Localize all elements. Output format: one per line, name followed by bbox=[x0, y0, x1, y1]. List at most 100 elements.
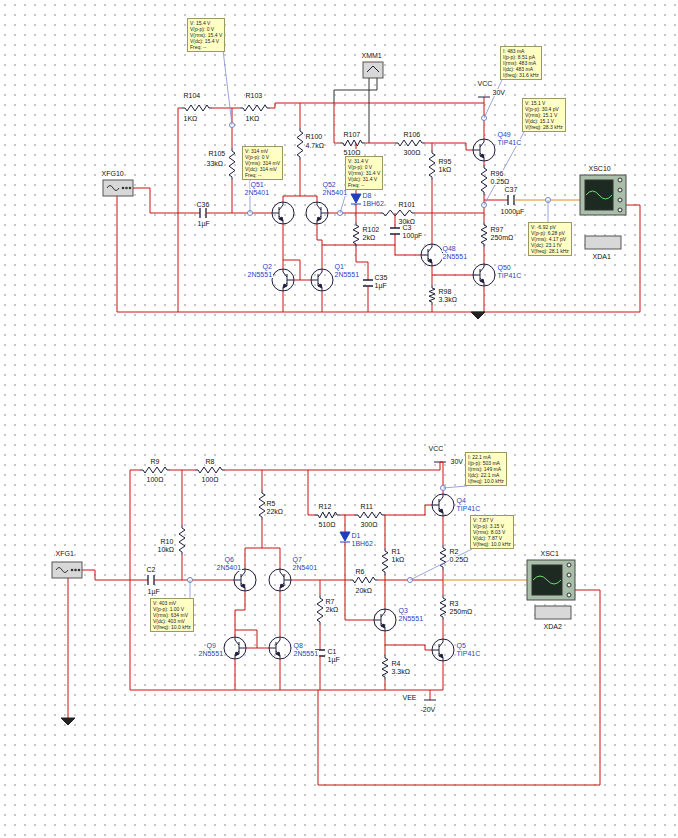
component-value: 100Ω bbox=[146, 476, 164, 483]
component-symbol bbox=[473, 139, 484, 161]
component-value: 1µF bbox=[197, 220, 210, 227]
component-symbol bbox=[235, 637, 246, 659]
component-symbol bbox=[367, 66, 379, 72]
readout-line: V(dc): 23.1 fV bbox=[531, 242, 569, 248]
ground-symbol bbox=[61, 718, 75, 725]
component-label: D8 bbox=[362, 192, 372, 199]
component-symbol bbox=[432, 494, 443, 516]
component-symbol bbox=[272, 202, 283, 224]
readout-line: I: 22.1 mA bbox=[468, 454, 504, 460]
probe-readout: V: 7.87 VV(p-p): 3.15 VV(rms): 8.03 VV(d… bbox=[470, 515, 514, 549]
wire bbox=[283, 224, 284, 269]
wire bbox=[484, 161, 485, 165]
wire bbox=[154, 580, 234, 581]
component-label: XMM1 bbox=[361, 52, 382, 59]
component-value: VCC bbox=[477, 80, 493, 87]
component-symbol bbox=[241, 584, 245, 588]
component-value: 1µF bbox=[374, 282, 387, 289]
wire bbox=[300, 160, 301, 196]
readout-line: V: 15.1 V bbox=[525, 100, 563, 106]
wire bbox=[182, 555, 183, 580]
component-symbol bbox=[439, 509, 443, 513]
transistor-symbol bbox=[269, 569, 291, 591]
component-label: R10 bbox=[160, 538, 174, 545]
readout-line: V(dc): 15.1 V bbox=[525, 118, 563, 124]
component-value: 10kΩ bbox=[157, 546, 175, 553]
component-value: 2N5401 bbox=[216, 564, 242, 571]
component-label: C36 bbox=[196, 201, 210, 208]
wire bbox=[262, 470, 263, 490]
readout-line: V(dc): 403 mV bbox=[153, 618, 191, 624]
wire bbox=[385, 575, 386, 609]
resistor-symbol bbox=[297, 128, 303, 160]
readout-line: V(dc): 7.87 V bbox=[473, 535, 511, 541]
capacitor-symbol bbox=[363, 280, 373, 286]
component-value: 510Ω bbox=[318, 521, 336, 528]
wire bbox=[415, 213, 484, 214]
terminal bbox=[618, 178, 622, 182]
component-symbol bbox=[480, 279, 484, 283]
readout-line: V: 314 mV bbox=[245, 148, 280, 154]
wire bbox=[300, 103, 301, 128]
wire bbox=[385, 505, 432, 515]
wire bbox=[385, 645, 432, 650]
terminal bbox=[618, 198, 622, 202]
resistor-symbol bbox=[179, 525, 185, 555]
wire bbox=[225, 462, 440, 470]
component-label: Q52 bbox=[322, 181, 336, 188]
component-label: C3 bbox=[402, 224, 412, 231]
capacitor-symbol bbox=[390, 228, 400, 234]
component-value: 1µF bbox=[327, 656, 340, 663]
component-value: 510Ω bbox=[343, 149, 361, 156]
probe-leader bbox=[410, 549, 472, 580]
wire bbox=[283, 291, 284, 312]
wire bbox=[322, 245, 395, 246]
wire bbox=[432, 275, 473, 276]
resistor-symbol bbox=[350, 577, 378, 583]
terminal bbox=[567, 563, 571, 567]
component-label: XFG1 bbox=[55, 550, 74, 557]
waveform bbox=[533, 576, 561, 584]
component-label: R5 bbox=[266, 500, 276, 507]
resistor-symbol bbox=[182, 105, 212, 111]
wire bbox=[130, 470, 140, 471]
probe-readout: I: 22.1 mAI(p-p): 503 mAI(rms): 149 mAI(… bbox=[465, 452, 507, 486]
readout-line: I(p-p): 503 mA bbox=[468, 460, 504, 466]
readout-line: V(dc): 314 mV bbox=[245, 166, 280, 172]
component-value: VCC bbox=[428, 445, 444, 452]
wire bbox=[385, 515, 386, 548]
terminal bbox=[618, 188, 622, 192]
waveform bbox=[586, 191, 612, 199]
terminal bbox=[618, 208, 622, 212]
component-value: 22kΩ bbox=[266, 508, 284, 515]
wire bbox=[443, 661, 444, 690]
capacitor-symbol bbox=[200, 208, 206, 218]
component-label: Q9 bbox=[206, 642, 216, 649]
wire bbox=[308, 470, 315, 515]
transistor-symbol bbox=[272, 202, 294, 224]
resistor-symbol bbox=[481, 222, 487, 247]
terminal bbox=[71, 569, 74, 572]
terminal bbox=[125, 187, 128, 190]
component-symbol bbox=[317, 217, 321, 221]
component-value: 2N5551 bbox=[398, 615, 424, 622]
transistor-symbol bbox=[234, 569, 256, 591]
capacitor-symbol bbox=[508, 195, 514, 205]
terminal bbox=[129, 187, 132, 190]
component-label: R98 bbox=[438, 288, 452, 295]
wire bbox=[484, 200, 508, 201]
readout-line: V: 31.4 V bbox=[348, 158, 380, 164]
component-value: 1kΩ bbox=[391, 556, 405, 563]
component-symbol bbox=[234, 569, 245, 591]
component-symbol bbox=[473, 264, 484, 286]
diode-symbol bbox=[340, 532, 350, 542]
component-label: R9 bbox=[150, 458, 160, 465]
component-label: Q49 bbox=[497, 131, 511, 138]
component-symbol bbox=[279, 217, 283, 221]
probe-readout: V: 15.1 VV(p-p): 30.4 pVV(rms): 15.1 VV(… bbox=[522, 98, 566, 132]
component-value: 1BH62 bbox=[362, 200, 384, 207]
wire bbox=[369, 78, 370, 143]
resistor-symbol bbox=[382, 548, 388, 575]
resistor-symbol bbox=[353, 222, 359, 247]
